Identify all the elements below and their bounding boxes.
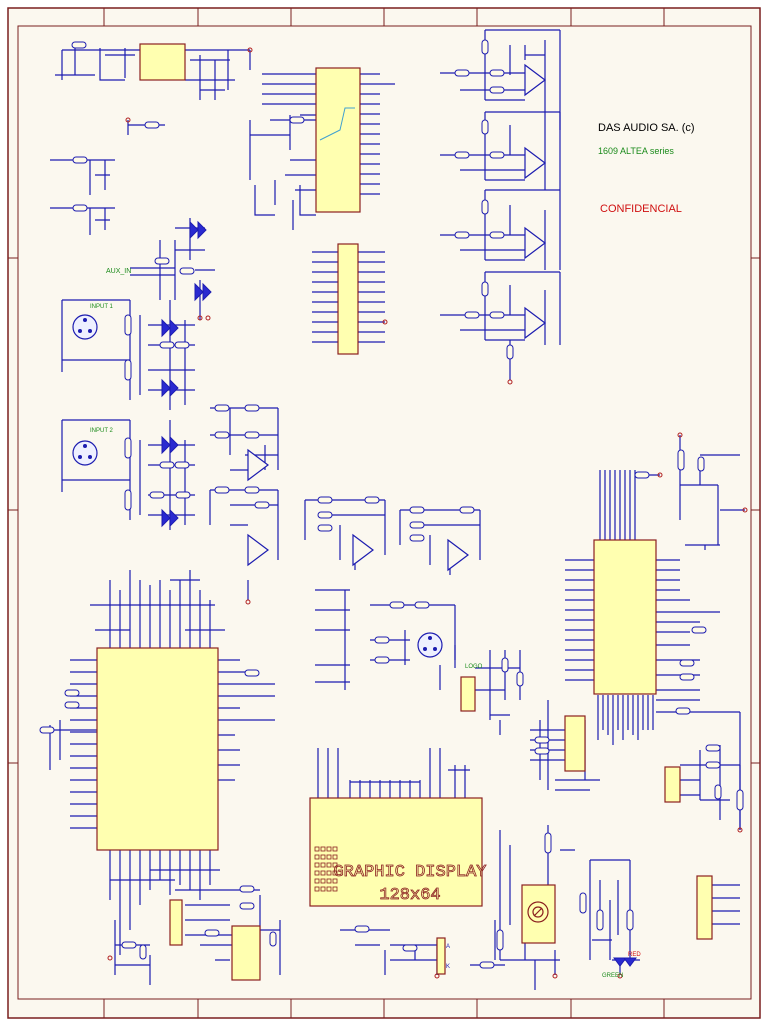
main-processor-left <box>96 647 219 851</box>
input-2-label: INPUT 2 <box>90 428 114 434</box>
diodes <box>161 220 637 967</box>
backlight-connector <box>436 937 446 975</box>
op-amps <box>247 63 546 572</box>
xlr-connectors <box>72 314 443 658</box>
small-ic-right <box>564 715 586 772</box>
graphic-display <box>309 797 483 907</box>
display-pixel-grid <box>314 846 338 892</box>
connector-bottom-left <box>169 899 183 946</box>
memory-ic-bottom <box>231 925 261 981</box>
header-connector-bottom-right <box>696 875 713 940</box>
logo-led-block <box>460 676 476 712</box>
dsp-ic-top <box>315 67 361 213</box>
dsp-internal-trace <box>319 107 355 141</box>
xlr-output <box>417 632 443 658</box>
components <box>96 43 713 981</box>
xlr-input-1 <box>72 314 98 340</box>
input-1-label: INPUT 1 <box>90 304 114 310</box>
led-green-label: GREEN <box>602 973 623 979</box>
display-label-line1: GRAPHIC DISPLAY <box>333 863 486 882</box>
pin-k-label: K <box>446 964 450 970</box>
zone-ticks <box>8 8 760 1018</box>
led-red-label: RED <box>628 952 641 958</box>
product-series: 1609 ALTEA series <box>598 146 674 156</box>
xlr-pins <box>78 318 437 651</box>
company-name: DAS AUDIO SA. (c) <box>598 122 695 134</box>
pin-a-label: A <box>446 944 450 950</box>
logo-label: LOGO <box>465 664 483 670</box>
confidential-label: CONFIDENCIAL <box>600 203 682 215</box>
header-connector-mid <box>337 243 359 355</box>
aux-in-label: AUX_IN <box>106 268 131 275</box>
resistors <box>39 39 744 969</box>
microcontroller-right <box>593 539 657 695</box>
voltage-regulator <box>139 43 186 81</box>
connector-right-mid <box>664 766 681 803</box>
xlr-input-2 <box>72 440 98 466</box>
display-label-line2: 128x64 <box>379 886 440 905</box>
encoder-knob-mark <box>532 906 544 918</box>
